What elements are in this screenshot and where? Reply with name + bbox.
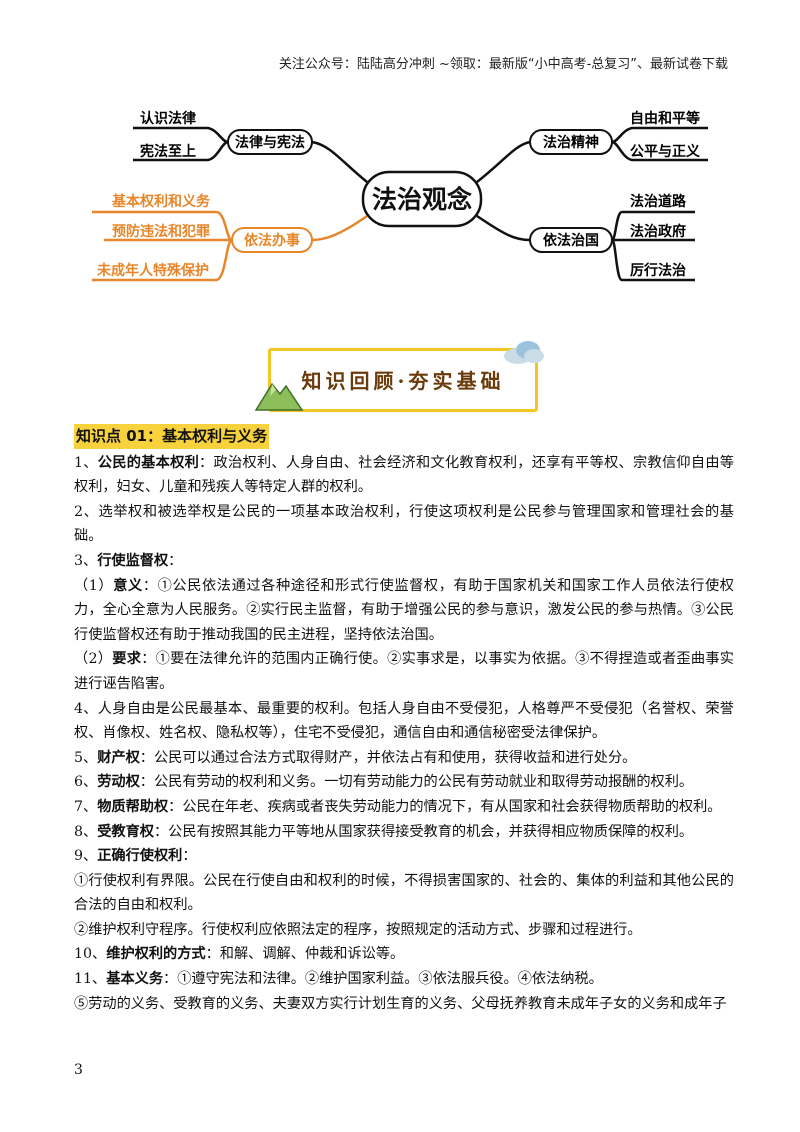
content-item: 6、劳动权：公民有劳动的权利和义务。一切有劳动能力的公民有劳动就业和取得劳动报酬… [74,770,734,795]
item-text: ②维护权利守程序。行使权利应依照法定的程序，按照规定的活动方式、步骤和过程进行。 [74,921,642,938]
item-text: 人身自由是公民最基本、最重要的权利。包括人身自由不受侵犯，人格尊严不受侵犯（名誉… [74,700,734,742]
item-text: ：公民有劳动的权利和义务。一切有劳动能力的公民有劳动就业和取得劳动报酬的权利。 [139,774,694,791]
content-item: 5、财产权：公民可以通过合法方式取得财产，并依法占有和使用，获得收益和进行处分。 [74,746,734,771]
leaf-rule-road: 法治道路 [630,193,687,210]
item-text: ：①遵守宪法和法律。②维护国家利益。③依法服兵役。④依法纳税。 [163,971,603,988]
item-prefix: 10、 [74,946,107,963]
item-text: ：公民在年老、疾病或者丧失劳动能力的情况下，有从国家和社会获得物质帮助的权利。 [168,798,722,815]
leaf-strict-rule: 厉行法治 [630,262,686,279]
banner-title: 知识回顾·夯实基础 [301,369,505,393]
item-prefix: 8、 [74,823,98,840]
item-bold: 受教育权 [97,823,154,840]
item-text: ：①要在法律允许的范围内正确行使。②实事求是，以事实为依据。③不得捏造或者歪曲事… [74,651,734,692]
section-banner: 知识回顾·夯实基础 [268,348,538,412]
content: 知识点 01：基本权利与义务 1、公民的基本权利：政治权利、人身自由、社会经济和… [74,420,734,1016]
item-prefix: 4、 [74,700,98,717]
item-prefix: 3、 [74,552,98,569]
item-prefix: 2、 [74,503,99,520]
mindmap-center-label: 法治观念 [372,185,472,214]
page-number: 3 [74,1062,83,1078]
item-prefix: 6、 [74,774,98,791]
item-text: 选举权和被选举权是公民的一项基本政治权利，行使这项权利是公民参与管理国家和管理社… [74,503,734,545]
content-item: 7、物质帮助权：公民在年老、疾病或者丧失劳动能力的情况下，有从国家和社会获得物质… [74,795,734,820]
content-item: 1、公民的基本权利：政治权利、人身自由、社会经济和文化教育权利，还享有平等权、宗… [74,451,734,500]
item-prefix: 5、 [74,749,98,766]
item-text: ：政治权利、人身自由、社会经济和文化教育权利，还享有平等权、宗教信仰自由等权利，… [74,454,734,496]
item-text: ：和解、调解、仲裁和诉讼等。 [205,946,405,963]
item-text: ①行使权利有界限。公民在行使自由和权利的时候，不得损害国家的、社会的、集体的利益… [74,872,734,914]
branch-law-constitution: 法律与宪法 认识法律 宪法至上 [133,110,313,162]
item-bold: 维护权利的方式 [106,946,206,963]
content-item: （1）意义：①公民依法通过各种途径和形式行使监督权，有助于国家机关和国家工作人员… [74,574,734,648]
leaf-constitution-supreme: 宪法至上 [140,143,196,160]
item-bold: 意义 [113,577,143,594]
leaf-freedom-equality: 自由和平等 [630,110,700,127]
content-item: 10、维护权利的方式：和解、调解、仲裁和诉讼等。 [74,942,734,967]
item-text: ： [182,848,197,865]
item-list: 1、公民的基本权利：政治权利、人身自由、社会经济和文化教育权利，还享有平等权、宗… [74,451,734,1017]
item-prefix: 9、 [74,848,98,865]
item-bold: 公民的基本权利 [97,454,200,471]
item-text: ：公民可以通过合法方式取得财产，并依法占有和使用，获得收益和进行处分。 [139,749,637,766]
branch-act-by-law: 依法办事 基本权利和义务 预防违法和犯罪 未成年人特殊保护 [92,193,313,282]
content-item: （2）要求：①要在法律允许的范围内正确行使。②实事求是，以事实为依据。③不得捏造… [74,647,734,696]
item-text: ⑤劳动的义务、受教育的义务、夫妻双方实行计划生育的义务、父母抚养教育未成年子女的… [74,995,727,1012]
leaf-rule-government: 法治政府 [630,223,686,240]
item-bold: 财产权 [97,749,140,766]
content-item: 4、人身自由是公民最基本、最重要的权利。包括人身自由不受侵犯，人格尊严不受侵犯（… [74,697,734,746]
branch-rule-spirit: 法治精神 自由和平等 公平与正义 [529,110,708,162]
branch-act-by-law-label: 依法办事 [244,232,300,249]
content-item: 9、正确行使权利： [74,844,734,869]
content-item: ⑤劳动的义务、受教育的义务、夫妻双方实行计划生育的义务、父母抚养教育未成年子女的… [74,992,734,1017]
branch-rule-spirit-label: 法治精神 [543,134,599,151]
leaf-recognize-law: 认识法律 [140,110,196,127]
branch-rule-country: 依法治国 法治道路 法治政府 厉行法治 [529,193,695,282]
item-prefix: （2） [74,651,113,668]
leaf-minor-protection: 未成年人特殊保护 [97,262,209,279]
item-text: ：公民有按照其能力平等地从国家获得接受教育的机会，并获得相应物质保障的权利。 [153,823,694,840]
mind-map: 法治观念 法律与宪法 认识法律 宪法至上 法治精神 自由和平等 公平与正义 依法… [92,110,708,282]
item-bold: 要求 [112,651,142,668]
branch-law-constitution-label: 法律与宪法 [235,134,305,151]
content-item: 2、选举权和被选举权是公民的一项基本政治权利，行使这项权利是公民参与管理国家和管… [74,500,734,549]
leaf-prevent-crime: 预防违法和犯罪 [112,223,210,240]
item-text: ： [168,552,183,569]
item-text: ：①公民依法通过各种途径和形式行使监督权，有助于国家机关和国家工作人员依法行使权… [74,577,734,643]
leaf-basic-rights-duties: 基本权利和义务 [112,193,211,210]
item-bold: 正确行使权利 [97,848,183,865]
content-item: ①行使权利有界限。公民在行使自由和权利的时候，不得损害国家的、社会的、集体的利益… [74,869,734,918]
item-prefix: （1） [74,577,114,594]
item-bold: 物质帮助权 [97,798,169,815]
leaf-fairness-justice: 公平与正义 [630,143,700,160]
item-bold: 劳动权 [97,774,140,791]
content-item: 8、受教育权：公民有按照其能力平等地从国家获得接受教育的机会，并获得相应物质保障… [74,820,734,845]
content-item: 11、基本义务：①遵守宪法和法律。②维护国家利益。③依法服兵役。④依法纳税。 [74,967,734,992]
item-bold: 基本义务 [106,971,164,988]
content-item: 3、行使监督权： [74,549,734,574]
cloud-icon [504,341,544,364]
section-title: 知识点 01：基本权利与义务 [74,424,270,449]
item-prefix: 1、 [74,454,98,471]
header-note: 关注公众号：陆陆高分冲刺 ~领取：最新版“小中高考-总复习”、最新试卷下载 [278,57,728,72]
branch-rule-country-label: 依法治国 [543,232,599,249]
mindmap-center: 法治观念 [361,170,483,228]
mountain-icon [254,382,304,411]
item-prefix: 11、 [74,971,107,988]
item-bold: 行使监督权 [97,552,169,569]
item-prefix: 7、 [74,798,98,815]
content-item: ②维护权利守程序。行使权利应依照法定的程序，按照规定的活动方式、步骤和过程进行。 [74,918,734,943]
